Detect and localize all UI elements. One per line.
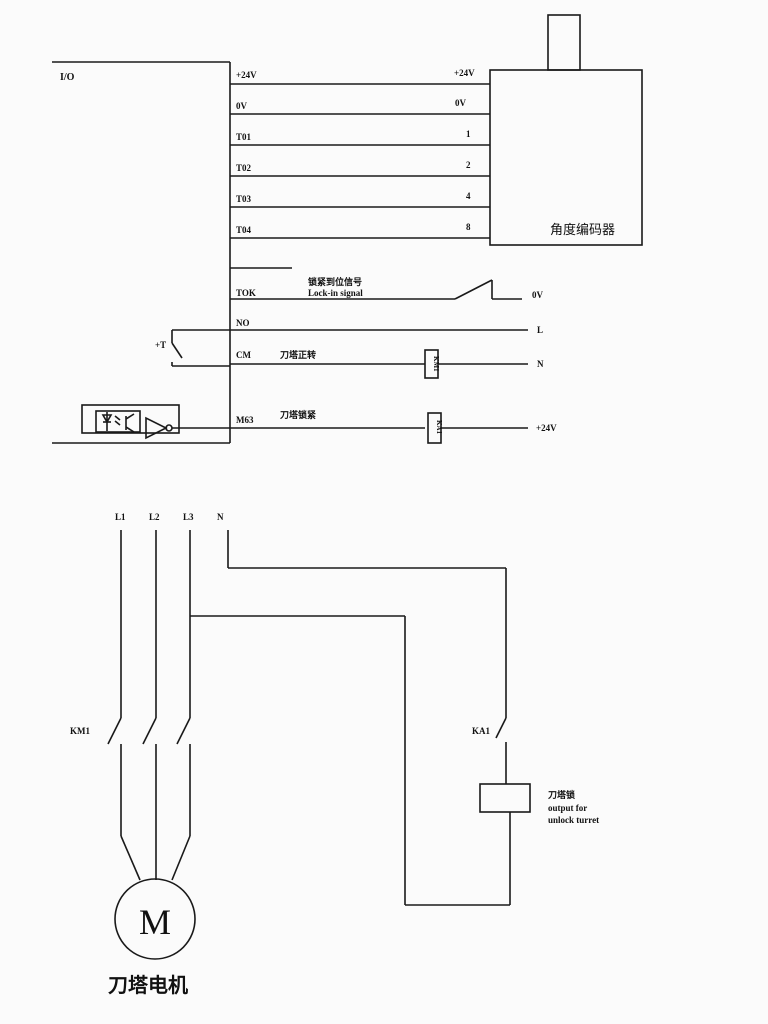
io-terminal-t04: T04 — [236, 225, 252, 235]
optocoupler-icon — [81, 404, 180, 434]
io-module: I/O — [52, 61, 231, 444]
encoder-terminal-8: 8 — [466, 222, 471, 232]
km1-contact-label: KM1 — [70, 726, 90, 736]
encoder-terminal-4: 4 — [466, 191, 471, 201]
cm-cn-label: 刀塔正转 — [280, 349, 316, 361]
m63-line: 刀塔锁紧 KA1 +24V — [81, 404, 557, 444]
ka1-contact-label: KA1 — [472, 726, 491, 736]
motor-power-lines: KM1 — [70, 530, 191, 881]
encoder-terminal-0v: 0V — [455, 98, 467, 108]
lock-signal-en-label: Lock-in signal — [308, 288, 363, 298]
output-en-label-1: output for — [548, 803, 587, 813]
io-terminal-t01: T01 — [236, 132, 252, 142]
encoder-terminal-24v: +24V — [454, 68, 475, 78]
no-line: +T L — [155, 325, 543, 367]
no-line-end-label: L — [537, 325, 543, 335]
io-terminal-no: NO — [236, 318, 250, 328]
lock-in-signal-line: 锁紧到位信号 Lock-in signal 0V — [230, 276, 544, 300]
t-switch-label: +T — [155, 340, 166, 350]
io-terminal-cm: CM — [236, 350, 251, 360]
unlock-circuit: KA1 刀塔锁 output for unlock turret — [190, 530, 599, 906]
io-terminal-0v: 0V — [236, 101, 248, 111]
output-en-label-2: unlock turret — [548, 815, 599, 825]
io-terminal-t02: T02 — [236, 163, 252, 173]
cm-line-end-label: N — [537, 359, 544, 369]
io-terminal-m63: M63 — [236, 415, 254, 425]
io-terminal-24v: +24V — [236, 70, 257, 80]
lock-signal-cn-label: 锁紧到位信号 — [308, 276, 362, 288]
motor-symbol — [114, 878, 196, 960]
ka1-coil — [479, 783, 531, 813]
encoder-terminal-1: 1 — [466, 129, 471, 139]
motor-m-symbol: M — [139, 902, 171, 942]
phase-l1-label: L1 — [115, 512, 126, 522]
motor-label: 刀塔电机 — [108, 973, 188, 997]
io-terminal-t03: T03 — [236, 194, 252, 204]
ka1-coil-label: KA1 — [435, 420, 443, 435]
encoder-terminal-labels: +24V 0V 1 2 4 8 — [454, 68, 475, 232]
encoder-terminal-2: 2 — [466, 160, 471, 170]
buffer-icon — [145, 416, 173, 440]
km1-coil-label: KM1 — [432, 356, 440, 372]
m63-cn-label: 刀塔锁紧 — [280, 409, 316, 421]
output-cn-label: 刀塔锁 — [548, 789, 575, 801]
phase-n-label: N — [217, 512, 224, 522]
m63-line-end-label: +24V — [536, 423, 557, 433]
turret-motor: M 刀塔电机 — [108, 878, 196, 997]
phase-labels: L1 L2 L3 N — [115, 512, 224, 522]
encoder-wires — [230, 83, 490, 239]
phase-l2-label: L2 — [149, 512, 160, 522]
lock-signal-end-label: 0V — [532, 290, 544, 300]
encoder-label: 角度编码器 — [550, 222, 615, 238]
phase-l3-label: L3 — [183, 512, 194, 522]
io-terminal-tok: TOK — [236, 288, 256, 298]
io-label: I/O — [60, 72, 75, 83]
io-terminal-labels: +24V 0V T01 T02 T03 T04 TOK NO CM M63 — [236, 70, 257, 425]
angle-encoder: 角度编码器 — [489, 14, 643, 246]
cm-line: 刀塔正转 KM1 N — [230, 349, 544, 379]
